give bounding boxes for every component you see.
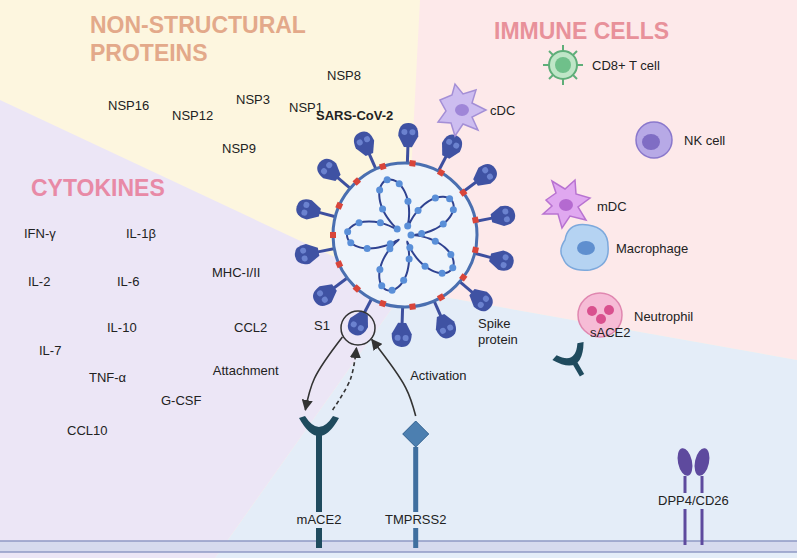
item-label: IL-10: [107, 320, 137, 336]
section-heading: NON-STRUCTURAL PROTEINS: [90, 12, 355, 67]
item-label: CCL10: [67, 423, 107, 439]
mdc-cell: [543, 180, 590, 228]
item-label: mDC: [597, 199, 627, 215]
section-heading: CYTOKINES: [31, 175, 165, 203]
item-label: cDC: [490, 103, 515, 119]
s1-circle: S1: [340, 310, 376, 346]
section-heading: IMMUNE CELLS: [494, 18, 669, 46]
region-purple: [0, 100, 405, 558]
item-label: CD8+ T cell: [592, 58, 660, 74]
item-label: MHC-I/II: [212, 265, 260, 281]
receptor-node: mACE2: [288, 412, 350, 548]
item-label: TNF-α: [89, 370, 126, 386]
item-label: Macrophage: [616, 241, 688, 257]
connector-arrow: [305, 337, 342, 410]
cell-membrane: [0, 541, 797, 552]
node-shape: [340, 310, 376, 346]
item-label: DPP4/CD26: [655, 493, 732, 509]
item-label: NSP9: [222, 141, 256, 157]
item-label: IL-7: [39, 343, 61, 359]
macrophage-cell: [561, 225, 608, 271]
item-label: Spike protein: [478, 316, 530, 347]
connector-arrow: [333, 348, 357, 410]
node-label: mACE2: [295, 512, 344, 528]
connector-arrow: [372, 340, 416, 416]
item-label: CCL2: [234, 320, 267, 336]
node-label: TMPRSS2: [383, 512, 448, 528]
protease-node: TMPRSS2: [380, 418, 451, 548]
item-label: NK cell: [684, 133, 725, 149]
item-label: IL-2: [28, 274, 50, 290]
nk-cell: [636, 122, 672, 158]
item-label: G-CSF: [161, 393, 201, 409]
item-label: NSP12: [172, 108, 213, 124]
item-label: IFN-γ: [24, 226, 56, 242]
node-label: S1: [314, 318, 330, 334]
item-label: NSP3: [236, 92, 270, 108]
item-label: NSP8: [327, 68, 361, 84]
cdc-cell: [438, 84, 486, 136]
edge-label: Attachment: [213, 363, 279, 379]
item-label: IL-6: [117, 274, 139, 290]
node-shape: [288, 412, 350, 548]
node-shape: [380, 418, 451, 548]
item-label: sACE2: [590, 325, 630, 341]
virus-illustration: [293, 123, 517, 348]
sace2-receptor: [551, 340, 597, 384]
item-label: Neutrophil: [634, 309, 693, 325]
item-label: NSP16: [108, 98, 149, 114]
item-label: SARS-CoV-2: [316, 108, 393, 124]
t-cell: [543, 45, 583, 85]
edge-label: Activation: [410, 368, 466, 384]
item-label: IL-1β: [126, 226, 156, 242]
